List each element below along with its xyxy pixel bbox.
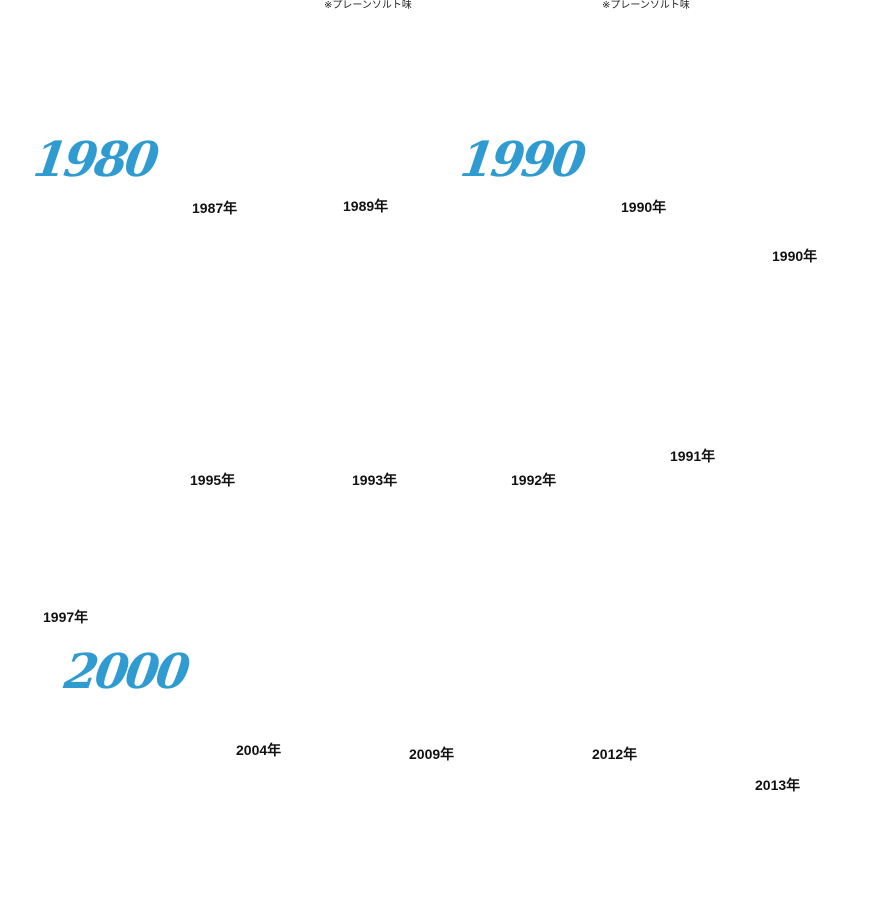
decade-heading-2000: 2000 <box>61 644 191 700</box>
year-label-1993: 1993年 <box>352 472 398 488</box>
flavor-note-2: ※プレーンソルト味 <box>602 0 690 11</box>
year-label-1997: 1997年 <box>43 609 89 625</box>
year-label-2004: 2004年 <box>236 742 282 758</box>
year-label-1987: 1987年 <box>192 200 238 216</box>
year-label-2013: 2013年 <box>755 777 801 793</box>
year-label-1990-a: 1990年 <box>621 199 667 215</box>
year-label-1992: 1992年 <box>511 472 557 488</box>
year-label-2012: 2012年 <box>592 746 638 762</box>
flavor-note-1: ※プレーンソルト味 <box>324 0 412 11</box>
year-label-1995: 1995年 <box>190 472 236 488</box>
year-label-2009: 2009年 <box>409 746 455 762</box>
decade-heading-1990: 1990 <box>457 132 587 188</box>
decade-heading-1980: 1980 <box>30 132 160 188</box>
year-label-1990-b: 1990年 <box>772 248 818 264</box>
year-label-1991: 1991年 <box>670 448 716 464</box>
year-label-1989: 1989年 <box>343 198 389 214</box>
